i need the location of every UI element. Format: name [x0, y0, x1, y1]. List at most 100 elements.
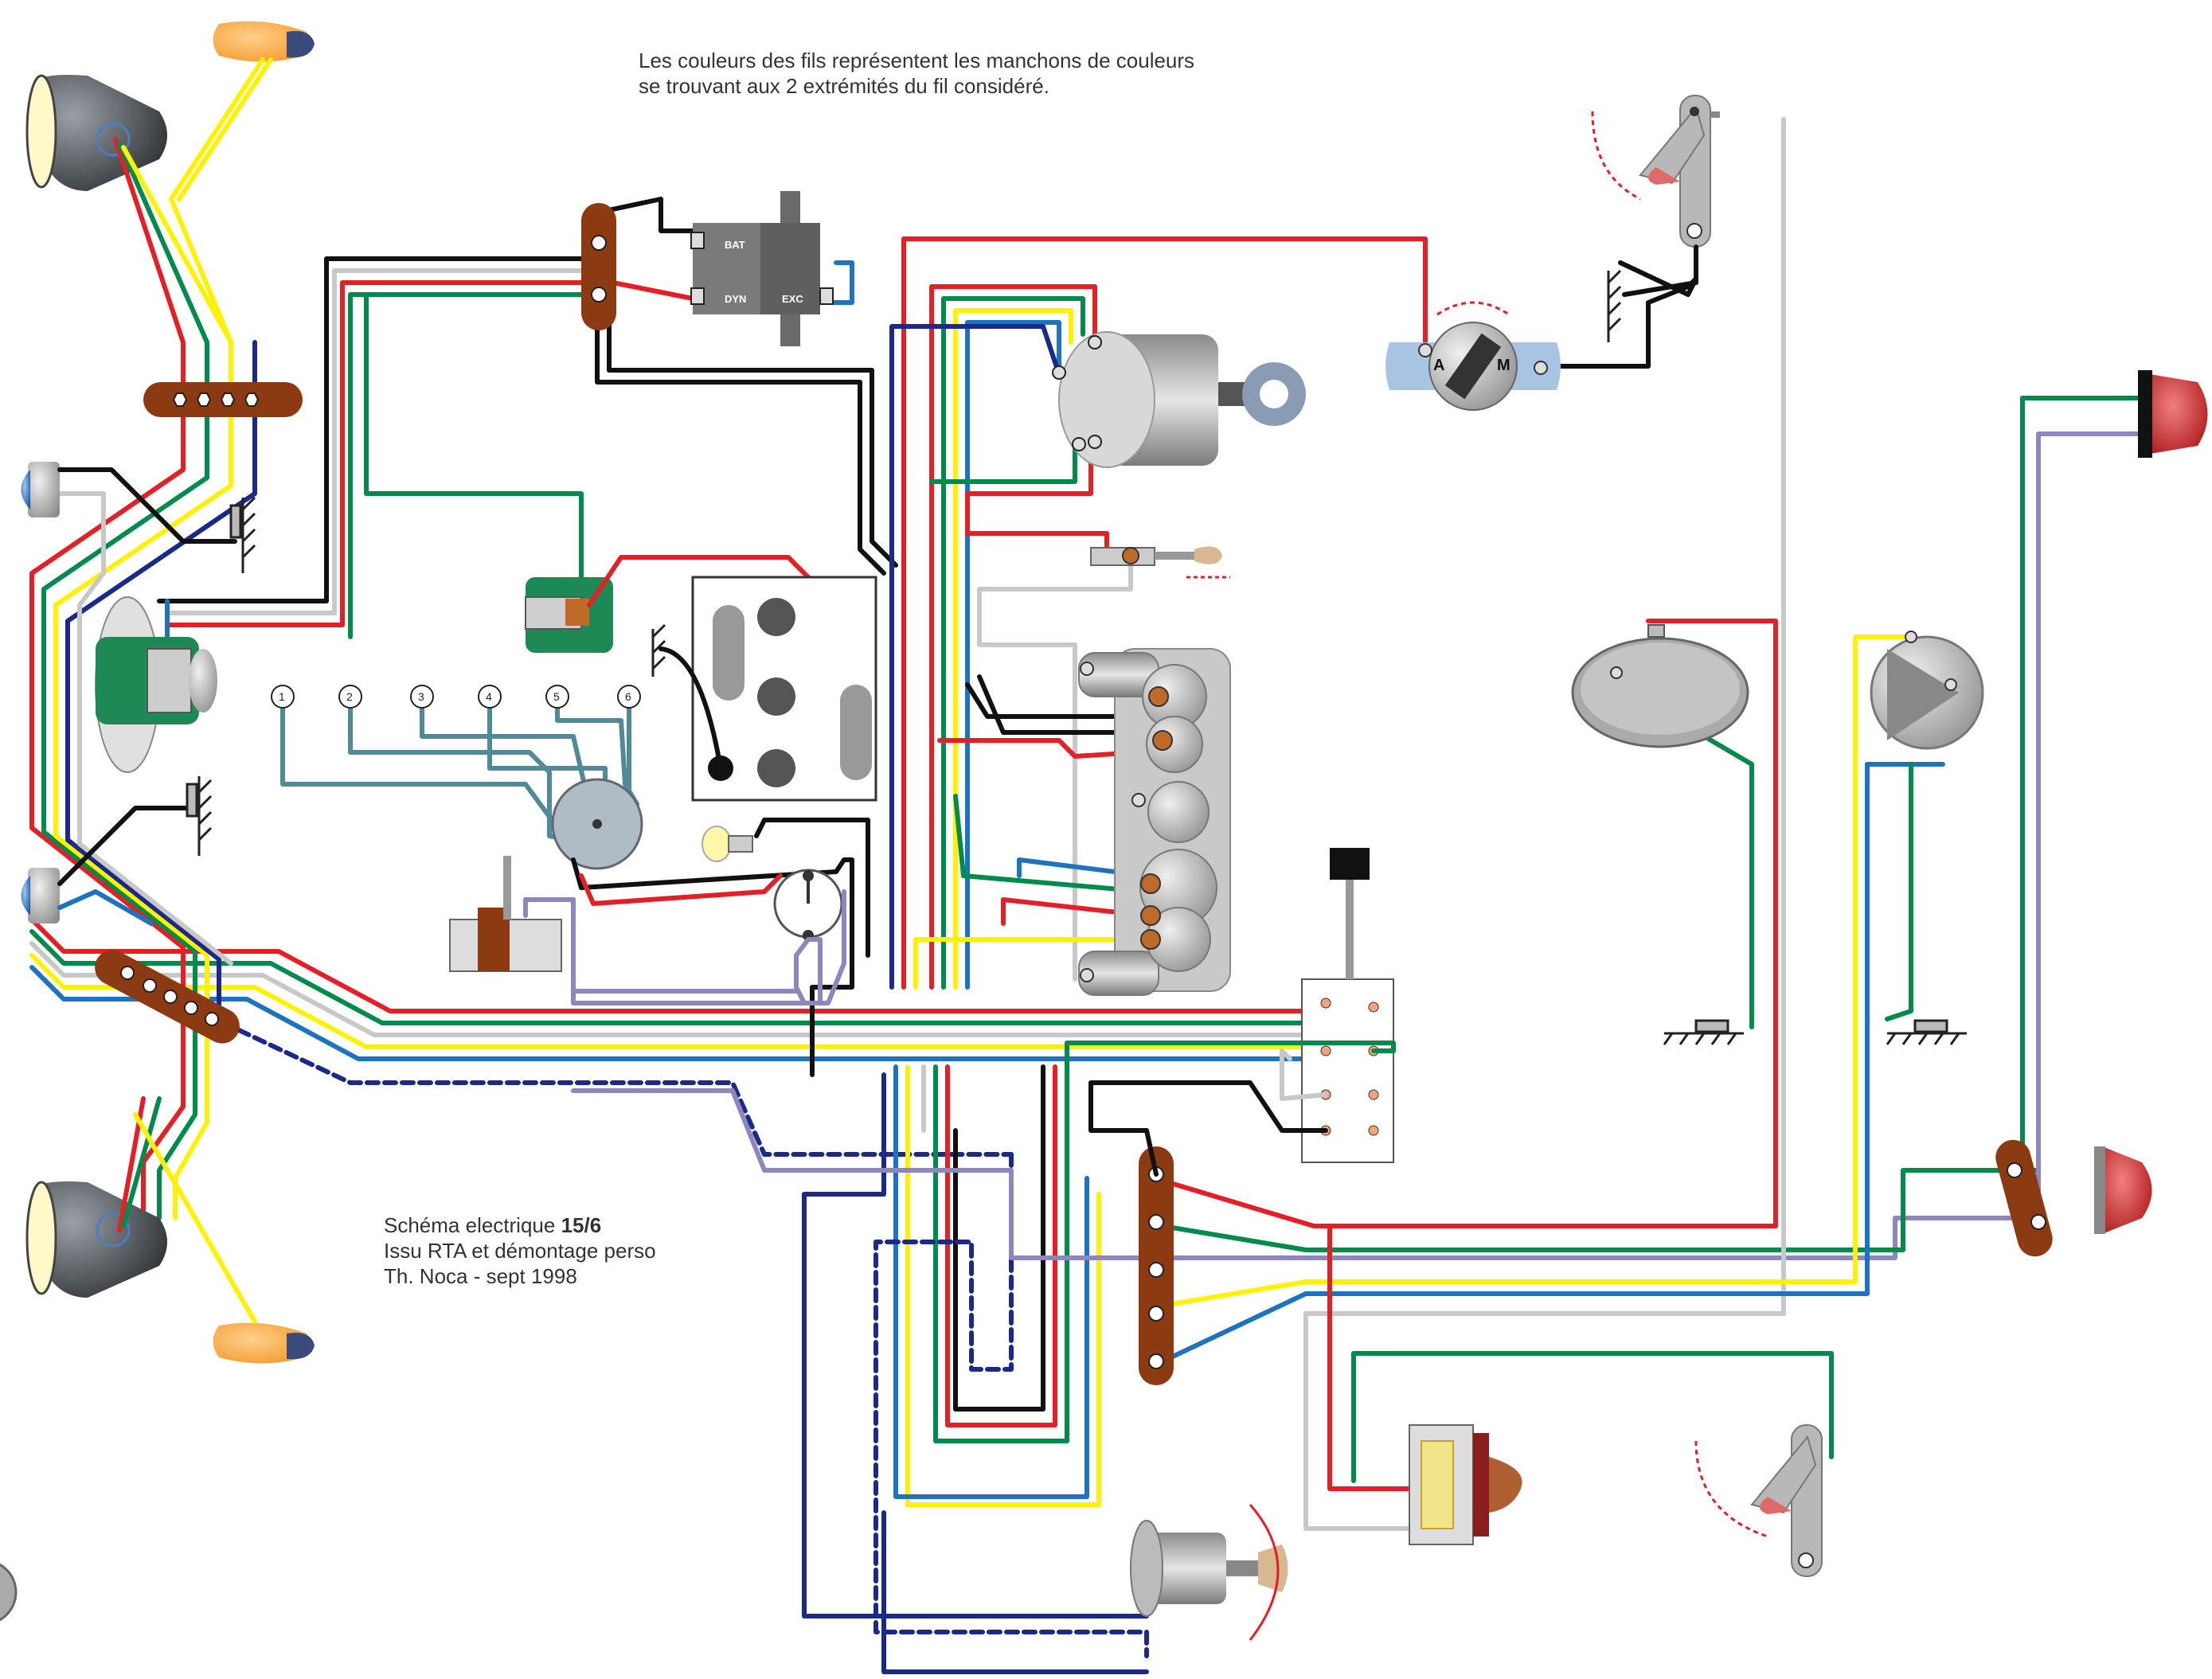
brake-light-switch-bottom — [1694, 1424, 1823, 1577]
lower-navy — [802, 1072, 886, 1197]
wire-blue-dash — [1017, 857, 1149, 878]
wire-blue-ign — [965, 320, 1061, 990]
indicator-bot-wire — [133, 1112, 257, 1324]
tail-lamp — [2138, 370, 2208, 458]
harness-wire-green — [29, 929, 1308, 1025]
terminal-strip-central — [1139, 1146, 1174, 1385]
rear-wiring — [1152, 117, 2144, 1531]
pedal-black-link — [1622, 244, 1698, 297]
lower-lilac — [523, 897, 799, 994]
wire-red-keyswitch — [901, 236, 1428, 990]
credit-title: Schéma electrique 15/6 — [384, 1213, 602, 1237]
distributor-lead-number-4: 4 — [486, 690, 492, 703]
distributor-red — [579, 873, 783, 906]
credit-source: Issu RTA et démontage perso — [384, 1239, 656, 1263]
brake-light-switch-top — [1591, 95, 1720, 248]
indicator-bottom — [213, 1322, 315, 1364]
headlamp-top-wire-red — [113, 137, 186, 345]
ground-symbol-2 — [186, 776, 213, 856]
ground-symbol-5 — [1886, 1019, 1967, 1045]
switch-black — [1088, 1080, 1328, 1177]
wire-grey-pull — [977, 563, 1133, 982]
lower-blue — [893, 1064, 1089, 1499]
wire-green-ign-low — [929, 443, 1077, 484]
central-lower-wiring — [523, 897, 2033, 1674]
diagram-credit: Schéma electrique 15/6 Issu RTA et démon… — [384, 1212, 656, 1289]
distributor-lead-number-1: 1 — [279, 690, 285, 703]
rear-green — [1160, 1168, 2041, 1252]
wire-green-top — [348, 292, 608, 639]
ground-symbol-1 — [229, 496, 256, 573]
harness-wire-red — [29, 917, 1308, 1013]
wire-black-top — [157, 256, 600, 603]
credit-author: Th. Noca - sept 1998 — [384, 1264, 577, 1288]
distributor-lead-number-6: 6 — [625, 690, 631, 703]
wire-red-top — [165, 280, 695, 627]
key-switch-m-label: M — [1497, 357, 1510, 374]
bulb-black — [754, 818, 870, 958]
harness-wire-grey — [29, 941, 1308, 1037]
horn-green — [1885, 762, 1913, 1021]
lead-3 — [420, 706, 588, 791]
headlamp-top — [25, 74, 167, 191]
side-lamp-top-wire — [57, 467, 237, 544]
light-switch-panel — [1301, 848, 1394, 1163]
terminal-strip-front-bottom — [95, 950, 240, 1044]
rear-lilac-tail — [2036, 431, 2144, 1220]
headlamp-top-wire-green — [117, 141, 209, 345]
cutout-lilac — [523, 889, 846, 1005]
headlamp-top-wire-yellow — [121, 145, 233, 345]
ground-symbol-6 — [651, 623, 666, 677]
wire-green-dash — [953, 794, 1149, 894]
left-wire-grey — [53, 491, 233, 966]
wire-green-ign — [941, 296, 1085, 990]
instrument-cluster — [1078, 648, 1231, 996]
cropped-gauge — [0, 1563, 18, 1622]
wire-black-reg — [603, 197, 711, 233]
lower-navy-dashed — [873, 1152, 1149, 1658]
distributor-leads: 1 2 3 4 5 6 — [271, 685, 641, 858]
lead-1 — [280, 706, 596, 846]
ground-symbol-3 — [1607, 269, 1622, 342]
regulator-exc-label: EXC — [782, 293, 803, 305]
key-switch-a-label: A — [1433, 357, 1444, 374]
wire-color-note: Les couleurs des fils représentent les m… — [639, 48, 1194, 99]
switch-green — [1065, 1041, 1396, 1181]
regulator-dyn-label: DYN — [725, 293, 746, 305]
starter-motor — [1130, 1504, 1288, 1641]
horn — [1870, 631, 1984, 750]
distributor-lead-number-3: 3 — [418, 690, 424, 703]
fuel-tank-sender — [1571, 624, 1749, 748]
side-lamp-bottom — [21, 868, 60, 923]
rear-red — [1152, 619, 1778, 1228]
side-lamp-bot-wire2 — [57, 889, 154, 926]
wire-red-dash2 — [1001, 897, 1149, 926]
headlamp-bottom — [25, 1181, 167, 1298]
side-lamp-bot-wire — [57, 806, 193, 886]
lilac-to-rear — [571, 1088, 2033, 1260]
left-wire-red — [29, 340, 186, 1220]
rear-grey — [1303, 117, 1786, 1531]
wire-red-ign-low — [965, 443, 1109, 556]
left-wire-yellow — [53, 340, 233, 1220]
distributor-lead-number-2: 2 — [346, 690, 353, 703]
terminal-strip-rear — [1995, 1139, 2053, 1257]
headlamp-bot-wire-green — [121, 1096, 162, 1228]
lower-yellow — [905, 1064, 1101, 1507]
stop-lamp-unit — [1409, 1424, 1522, 1545]
rear-yellow — [1160, 635, 1913, 1308]
battery-black-ground — [659, 646, 723, 771]
pull-switch — [1090, 546, 1230, 579]
round-meter-lilac — [794, 937, 823, 1005]
side-lamp-top — [21, 462, 60, 517]
battery — [691, 576, 877, 802]
wire-navy-ign — [889, 324, 1061, 990]
main-harness — [29, 340, 1308, 1220]
wire-green-coil — [364, 292, 584, 592]
switch-grey — [1280, 1048, 1328, 1101]
note-line-1: Les couleurs des fils représentent les m… — [639, 49, 1195, 72]
key-switch: A M — [1385, 301, 1561, 411]
indicator-top — [213, 21, 315, 62]
voltage-regulator: BAT DYN EXC — [690, 191, 834, 346]
note-line-2: se trouvant aux 2 extrémités du fil cons… — [639, 74, 1049, 98]
